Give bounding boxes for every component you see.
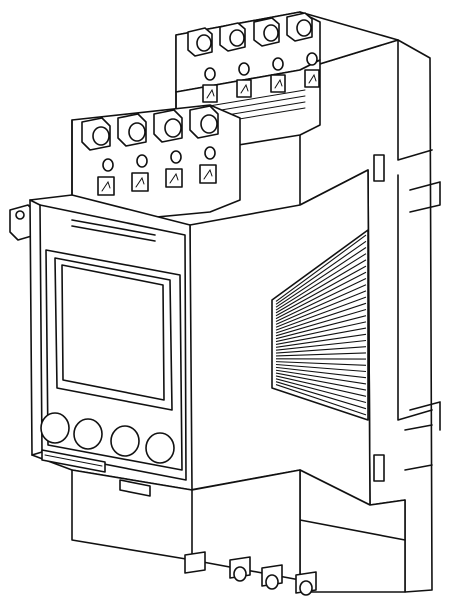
cooling-fin	[275, 290, 367, 328]
wire-entry[interactable]	[136, 154, 148, 168]
release-clip[interactable]	[119, 479, 151, 497]
display-window	[54, 257, 173, 411]
wire-entry[interactable]	[204, 146, 216, 160]
screw-head[interactable]	[128, 122, 146, 142]
cooling-fin	[275, 247, 367, 308]
side-slot-upper	[373, 154, 385, 182]
button-2[interactable]	[73, 418, 103, 450]
cooling-fin	[275, 369, 367, 385]
wire-entry[interactable]	[306, 52, 318, 66]
wire-entry[interactable]	[238, 62, 250, 76]
cooling-fin	[275, 384, 367, 416]
cooling-fin	[275, 308, 367, 337]
side-slot-lower	[373, 454, 385, 482]
cooling-fin	[275, 339, 367, 351]
upper-vents	[184, 89, 306, 129]
cooling-fin	[275, 265, 367, 317]
cooling-fin	[275, 253, 367, 311]
upper-terminal-block	[175, 11, 321, 156]
cooling-fin	[275, 381, 367, 410]
clamp	[131, 172, 149, 192]
screw-head[interactable]	[164, 118, 182, 138]
screw-head[interactable]	[229, 29, 245, 47]
cooling-fin	[275, 271, 367, 320]
cooling-fin	[275, 278, 367, 322]
screw-head[interactable]	[296, 19, 312, 37]
button-1[interactable]	[40, 412, 70, 444]
wire-entry[interactable]	[204, 67, 216, 81]
cooling-fin	[275, 327, 367, 345]
clamp	[165, 168, 183, 188]
front-buttons	[40, 412, 175, 464]
screw-head[interactable]	[196, 34, 212, 52]
screw-head[interactable]	[263, 24, 279, 42]
cooling-fin	[275, 363, 367, 373]
lower-terminal-block	[71, 104, 241, 226]
button-4[interactable]	[145, 432, 175, 464]
front-panel	[9, 194, 193, 491]
wire-entry[interactable]	[272, 57, 284, 71]
wire-entry[interactable]	[170, 150, 182, 164]
upper-wire-sockets	[202, 52, 320, 103]
cooling-fin	[275, 346, 367, 354]
upper-screw-housings	[187, 12, 313, 57]
cooling-fin	[275, 296, 367, 331]
cooling-fin	[275, 352, 367, 357]
cooling-fin	[275, 361, 367, 366]
cooling-fin	[275, 372, 367, 391]
cooling-fin	[275, 333, 367, 348]
cooling-fin	[275, 375, 367, 397]
cooling-fin	[275, 284, 367, 325]
cooling-fin	[275, 302, 367, 334]
display-screen	[61, 264, 165, 401]
button-3[interactable]	[110, 425, 140, 457]
cooling-fins	[275, 234, 367, 416]
cooling-fin	[275, 321, 367, 343]
cooling-fin	[275, 315, 367, 340]
screw-head[interactable]	[92, 126, 110, 146]
cooling-fin	[275, 240, 367, 305]
lower-wire-sockets	[97, 146, 217, 196]
clamp	[199, 164, 217, 184]
cooling-fin	[275, 366, 367, 379]
cooling-fin	[275, 378, 367, 404]
cooling-fin	[275, 234, 367, 302]
base	[71, 469, 317, 596]
cooling-fin	[275, 259, 367, 314]
lower-screw-housings	[81, 105, 219, 151]
clamp	[97, 176, 115, 196]
wire-entry[interactable]	[102, 158, 114, 172]
screw-head[interactable]	[200, 114, 218, 134]
